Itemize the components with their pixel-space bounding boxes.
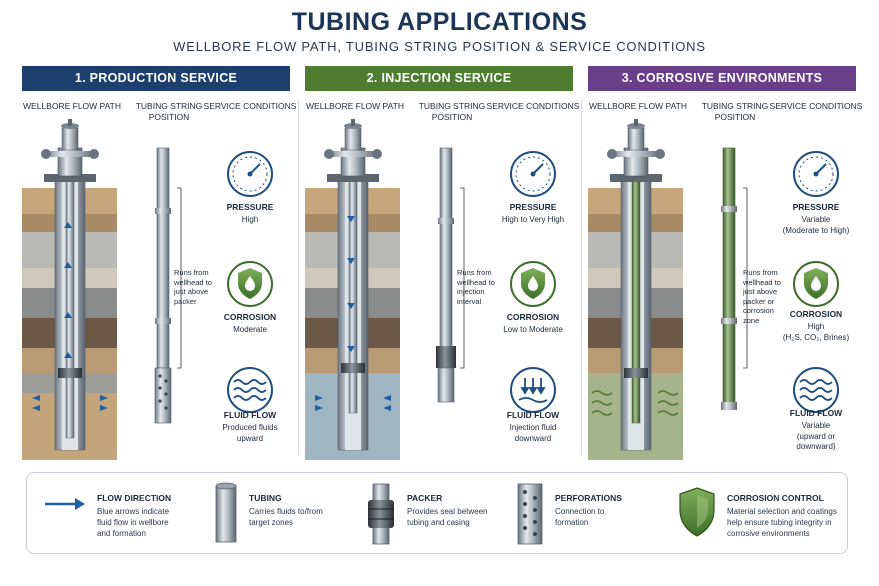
panel-production: 1. PRODUCTION SERVICE WELLBORE FLOW PATH… (22, 66, 296, 462)
pressure-gauge-icon (227, 151, 273, 197)
corrosion-shield-icon (510, 261, 556, 307)
shield-icon (679, 487, 715, 537)
wellbore-diagram (588, 119, 839, 460)
wellbore-diagram (22, 119, 273, 460)
panel-divider (298, 100, 299, 455)
panel-title: 1. PRODUCTION SERVICE (22, 66, 290, 91)
fluid-flow-wave-icon (227, 367, 273, 413)
flow-arrow-down-icon (347, 216, 355, 352)
arrow-right-icon (45, 498, 85, 510)
injection-flow-down-icon (510, 367, 556, 413)
col-header-flow-path: WELLBORE FLOW PATH (589, 101, 687, 111)
perforated-pipe-icon (517, 483, 543, 545)
panel-injection: 2. INJECTION SERVICE WELLBORE FLOW PATH … (305, 66, 579, 462)
col-header-flow-path: WELLBORE FLOW PATH (306, 101, 404, 111)
panel-divider (581, 100, 582, 455)
wellbore-diagram (305, 119, 556, 460)
col-header-flow-path: WELLBORE FLOW PATH (23, 101, 121, 111)
legend-corrosion-control: CORROSION CONTROL Material selection and… (675, 473, 847, 555)
col-header-service-conditions: SERVICE CONDITIONS (203, 101, 297, 111)
col-header-service-conditions: SERVICE CONDITIONS (769, 101, 863, 111)
panel-title: 2. INJECTION SERVICE (305, 66, 573, 91)
page-title: TUBING APPLICATIONS (291, 8, 588, 36)
panel-corrosive: 3. CORROSIVE ENVIRONMENTS WELLBORE FLOW … (588, 66, 862, 462)
corrosion-shield-icon (227, 261, 273, 307)
fluid-flow-wave-icon (793, 367, 839, 413)
flow-arrow-up-icon (64, 222, 72, 358)
page-subtitle: WELLBORE FLOW PATH, TUBING STRING POSITI… (173, 39, 706, 54)
col-header-service-conditions: SERVICE CONDITIONS (486, 101, 580, 111)
corrosion-shield-icon (793, 261, 839, 307)
pressure-gauge-icon (510, 151, 556, 197)
tubing-icon (215, 482, 237, 543)
packer-icon (368, 483, 394, 545)
pressure-gauge-icon (793, 151, 839, 197)
panel-title: 3. CORROSIVE ENVIRONMENTS (588, 66, 856, 91)
